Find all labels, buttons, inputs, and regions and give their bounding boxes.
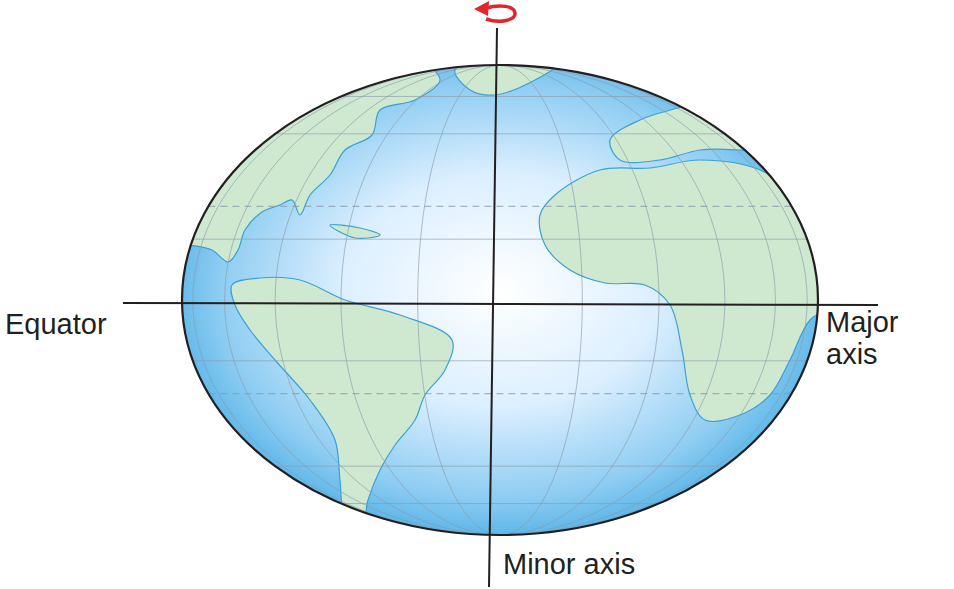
meridian-line: [193, 65, 500, 535]
parallel-line: [193, 239, 807, 240]
parallel-line: [275, 466, 725, 467]
tropic-line: [208, 206, 791, 207]
parallel-line: [275, 133, 725, 134]
meridian-line: [418, 65, 500, 535]
rotation-arrow: [486, 6, 515, 21]
axis-label: Minor axis: [503, 548, 763, 580]
graticule: [193, 65, 807, 535]
minor-axis-line: [489, 28, 497, 587]
meridian-line: [500, 65, 582, 535]
continent-shape: [330, 224, 380, 238]
parallel-line: [193, 360, 807, 361]
axis-label: Equator: [5, 308, 175, 340]
tropic-line: [208, 393, 791, 394]
continent-shape: [539, 160, 841, 421]
major-axis-line: [123, 303, 878, 305]
meridian-line: [500, 65, 725, 535]
rotation-arrowhead: [474, 1, 489, 16]
continent-shape: [455, 58, 560, 95]
meridian-line: [341, 65, 500, 535]
axis-label: Major axis: [826, 306, 944, 371]
continent-shape: [138, 61, 440, 262]
meridian-line: [275, 65, 500, 535]
meridian-line: [500, 65, 807, 535]
continent-shape: [231, 277, 453, 525]
parallel-line: [341, 503, 659, 504]
meridian-line: [225, 65, 500, 535]
globe-outline: [182, 65, 818, 535]
meridian-line: [500, 65, 659, 535]
meridian-line: [500, 65, 775, 535]
parallel-line: [341, 96, 659, 97]
